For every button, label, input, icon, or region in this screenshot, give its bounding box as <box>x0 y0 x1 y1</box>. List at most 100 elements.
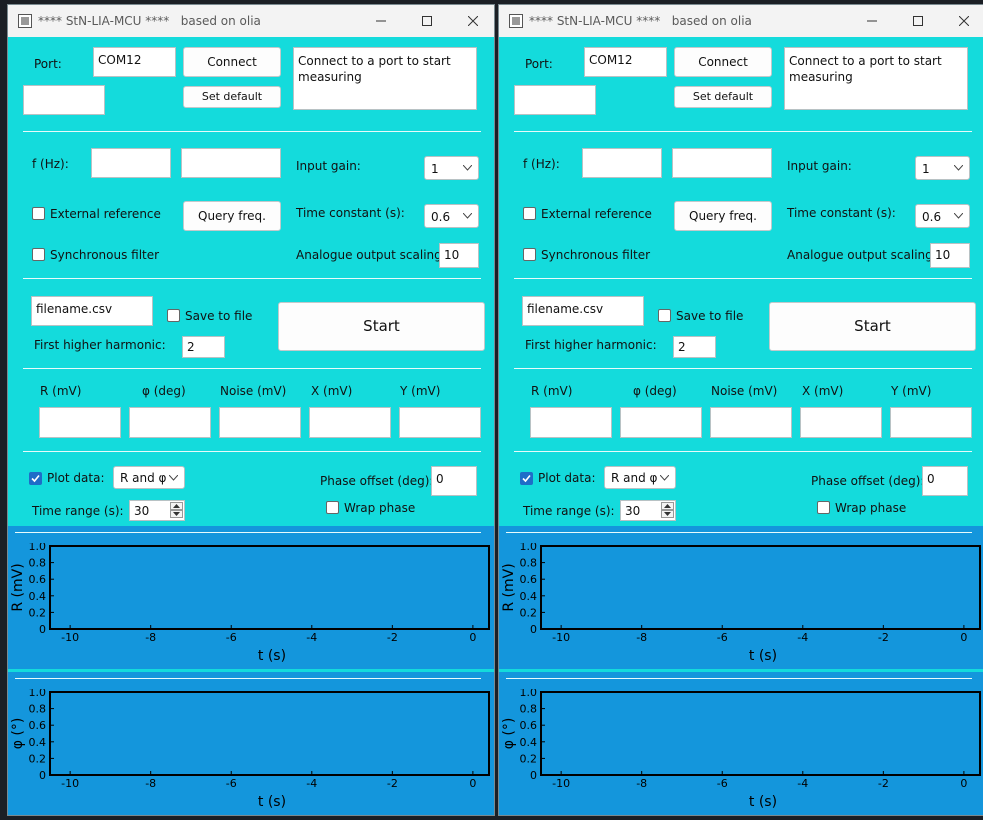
close-button[interactable] <box>941 5 983 37</box>
plot-data-value: R and φ <box>611 471 658 485</box>
close-button[interactable] <box>450 5 494 37</box>
wrap-phase-checkbox[interactable] <box>326 501 339 514</box>
input-gain-select[interactable]: 1 <box>424 156 479 180</box>
wrap-phase-checkbox[interactable] <box>817 501 830 514</box>
synchronous-filter-checkbox[interactable] <box>32 248 45 261</box>
r-readout <box>39 407 121 438</box>
frequency-label: f (Hz): <box>523 157 560 171</box>
connect-button[interactable]: Connect <box>674 47 772 77</box>
y-tick-label: 0.6 <box>29 573 47 586</box>
plot-data-select[interactable]: R and φ <box>113 466 185 489</box>
checkmark-icon <box>522 474 531 483</box>
spin-down-button[interactable] <box>170 510 183 518</box>
connect-button[interactable]: Connect <box>183 47 281 77</box>
synchronous-filter-checkbox[interactable] <box>523 248 536 261</box>
triangle-down-icon <box>664 512 671 516</box>
frequency-input[interactable] <box>582 148 662 178</box>
maximize-icon <box>422 16 432 26</box>
x-readout <box>309 407 391 438</box>
window-title: **** StN-LIA-MCU **** based on olia <box>38 14 261 28</box>
start-button[interactable]: Start <box>769 302 976 351</box>
first-higher-harmonic-input[interactable]: 2 <box>182 336 225 358</box>
lia-window-left: **** StN-LIA-MCU **** based on olia Port… <box>7 4 495 816</box>
y-tick-label: 0.2 <box>29 606 47 619</box>
spin-up-button[interactable] <box>170 502 183 510</box>
query-freq-button[interactable]: Query freq. <box>183 201 281 231</box>
y-tick-label: 0.6 <box>520 719 538 732</box>
time-range-spinbox[interactable]: 30 <box>620 500 676 521</box>
external-reference-checkbox[interactable] <box>523 207 536 220</box>
y-tick-label: 0 <box>530 769 537 782</box>
plot-data-select[interactable]: R and φ <box>604 466 676 489</box>
y-axis-label: φ (°) <box>10 718 26 750</box>
minimize-button[interactable] <box>358 5 404 37</box>
chevron-down-icon <box>660 475 669 481</box>
separator <box>23 278 481 279</box>
phase-offset-input[interactable]: 0 <box>922 466 968 496</box>
y-tick-label: 0.8 <box>520 557 538 570</box>
analogue-output-scaling-input[interactable]: 10 <box>930 243 970 268</box>
spin-down-button[interactable] <box>661 510 674 518</box>
separator <box>23 368 481 369</box>
spin-up-button[interactable] <box>661 502 674 510</box>
triangle-up-icon <box>173 504 180 508</box>
time-constant-label: Time constant (s): <box>296 206 405 220</box>
app-icon <box>18 14 32 28</box>
time-range-spinbox[interactable]: 30 <box>129 500 185 521</box>
frequency-input[interactable] <box>91 148 171 178</box>
plot-splitter[interactable] <box>499 669 983 672</box>
y-tick-label: 1.0 <box>520 689 538 699</box>
y-tick-label: 0.2 <box>520 606 538 619</box>
time-constant-select[interactable]: 0.6 <box>424 204 479 228</box>
filename-input[interactable]: filename.csv <box>522 296 644 326</box>
wrap-phase-label: Wrap phase <box>835 501 907 515</box>
x-tick-label: -4 <box>797 777 808 790</box>
port-aux-input[interactable] <box>23 85 105 115</box>
chevron-down-icon <box>954 213 963 219</box>
query-freq-button[interactable]: Query freq. <box>674 201 772 231</box>
y-tick-label: 0.2 <box>520 752 538 765</box>
phi-label: φ (deg) <box>633 384 677 398</box>
plot-data-checkbox[interactable] <box>520 472 533 485</box>
frequency-readout[interactable] <box>181 148 281 178</box>
noise-readout <box>219 407 301 438</box>
synchronous-filter-label: Synchronous filter <box>50 248 160 262</box>
plot-splitter[interactable] <box>8 669 494 672</box>
input-gain-select[interactable]: 1 <box>915 156 970 180</box>
plot-data-checkbox[interactable] <box>29 472 42 485</box>
set-default-button[interactable]: Set default <box>674 86 772 108</box>
analogue-output-scaling-input[interactable]: 10 <box>439 243 479 268</box>
start-button[interactable]: Start <box>278 302 485 351</box>
external-reference-checkbox[interactable] <box>32 207 45 220</box>
frequency-readout[interactable] <box>672 148 772 178</box>
y-tick-label: 1.0 <box>520 543 538 553</box>
save-to-file-checkbox[interactable] <box>167 309 180 322</box>
x-tick-label: 0 <box>469 631 476 644</box>
time-range-value: 30 <box>625 504 641 518</box>
filename-input[interactable]: filename.csv <box>31 296 153 326</box>
analogue-output-scaling-label: Analogue output scaling: <box>296 248 446 262</box>
maximize-button[interactable] <box>404 5 450 37</box>
set-default-button[interactable]: Set default <box>183 86 281 108</box>
minimize-button[interactable] <box>849 5 895 37</box>
phi-readout <box>129 407 211 438</box>
port-aux-input[interactable] <box>514 85 596 115</box>
status-text-box: Connect to a port to start measuring <box>293 47 477 110</box>
window-title: **** StN-LIA-MCU **** based on olia <box>529 14 752 28</box>
port-input[interactable]: COM12 <box>584 47 667 77</box>
app-icon <box>509 14 523 28</box>
noise-readout <box>710 407 792 438</box>
x-axis-label: t (s) <box>749 794 777 810</box>
maximize-button[interactable] <box>895 5 941 37</box>
triangle-up-icon <box>664 504 671 508</box>
time-constant-select[interactable]: 0.6 <box>915 204 970 228</box>
save-to-file-checkbox[interactable] <box>658 309 671 322</box>
first-higher-harmonic-input[interactable]: 2 <box>673 336 716 358</box>
x-tick-label: -8 <box>636 631 647 644</box>
phase-offset-input[interactable]: 0 <box>431 466 477 496</box>
port-input[interactable]: COM12 <box>93 47 176 77</box>
